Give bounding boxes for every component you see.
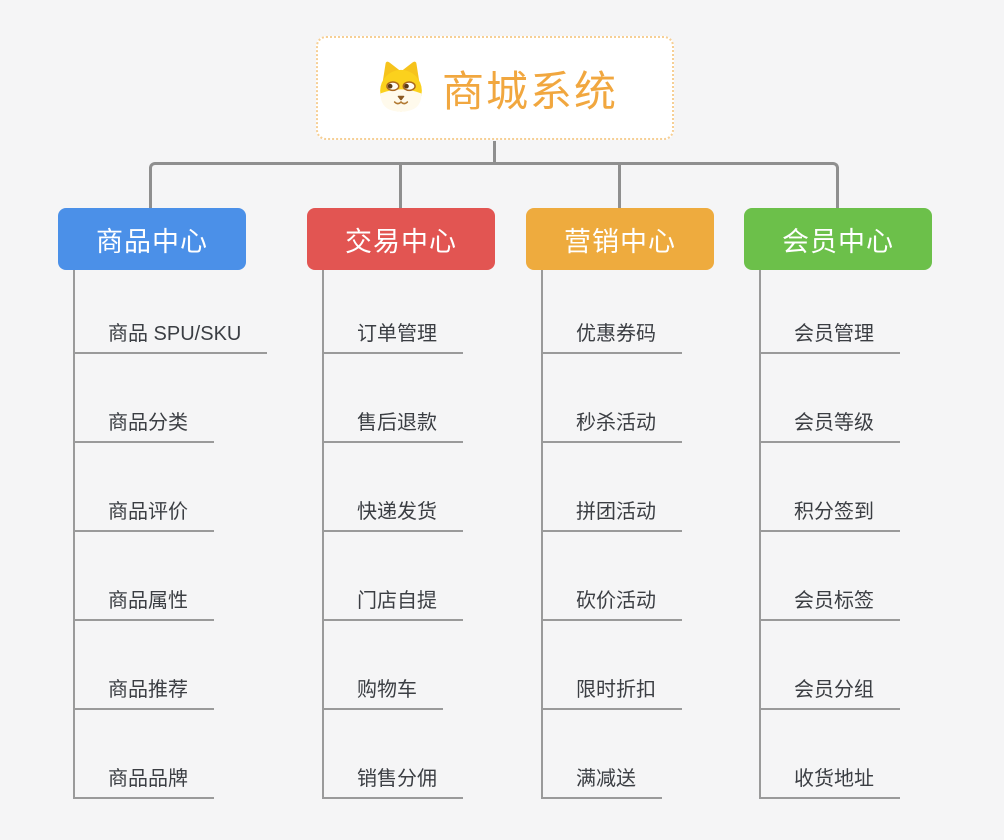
branch-box-trade-center[interactable]: 交易中心: [307, 208, 495, 270]
root-title: 商城系统: [441, 67, 618, 115]
branch-box-product-center[interactable]: 商品中心: [58, 208, 246, 270]
leaf-item[interactable]: 销售分佣: [324, 766, 463, 799]
leaf-item[interactable]: 商品品牌: [75, 766, 214, 799]
leaf-item[interactable]: 订单管理: [324, 321, 463, 354]
leaf-list-product-center: 商品 SPU/SKU 商品分类 商品评价 商品属性 商品推荐 商品品牌: [73, 270, 268, 799]
leaf-item[interactable]: 秒杀活动: [543, 410, 682, 443]
leaf-item[interactable]: 积分签到: [761, 499, 900, 532]
leaf-item[interactable]: 收货地址: [761, 766, 900, 799]
leaf-item[interactable]: 砍价活动: [543, 588, 682, 621]
connector-root-stem: [493, 141, 496, 163]
leaf-list-member-center: 会员管理 会员等级 积分签到 会员标签 会员分组 收货地址: [759, 270, 900, 799]
leaf-item[interactable]: 优惠券码: [543, 321, 682, 354]
root-node-mall-system[interactable]: 商城系统: [316, 36, 674, 140]
branch-column-trade-center: 交易中心 订单管理 售后退款 快递发货 门店自提 购物车 销售分佣: [307, 208, 517, 818]
leaf-item[interactable]: 门店自提: [324, 588, 463, 621]
branch-box-member-center[interactable]: 会员中心: [744, 208, 932, 270]
leaf-item[interactable]: 满减送: [543, 766, 662, 799]
leaf-item[interactable]: 会员管理: [761, 321, 900, 354]
leaf-item[interactable]: 商品分类: [75, 410, 214, 443]
leaf-item[interactable]: 商品 SPU/SKU: [75, 321, 268, 354]
leaf-item[interactable]: 会员等级: [761, 410, 900, 443]
branch-column-product-center: 商品中心 商品 SPU/SKU 商品分类 商品评价 商品属性 商品推荐 商品品牌: [58, 208, 268, 818]
leaf-item[interactable]: 限时折扣: [543, 677, 682, 710]
branch-column-marketing-center: 营销中心 优惠券码 秒杀活动 拼团活动 砍价活动 限时折扣 满减送: [526, 208, 736, 818]
leaf-item[interactable]: 快递发货: [324, 499, 463, 532]
connector-drop-marketing: [618, 164, 621, 208]
leaf-item[interactable]: 会员标签: [761, 588, 900, 621]
shiba-dog-icon: [372, 57, 430, 119]
leaf-item[interactable]: 商品评价: [75, 499, 214, 532]
leaf-item[interactable]: 售后退款: [324, 410, 463, 443]
leaf-item[interactable]: 商品推荐: [75, 677, 214, 710]
branch-box-marketing-center[interactable]: 营销中心: [526, 208, 714, 270]
leaf-item[interactable]: 商品属性: [75, 588, 214, 621]
leaf-list-trade-center: 订单管理 售后退款 快递发货 门店自提 购物车 销售分佣: [322, 270, 463, 799]
leaf-list-marketing-center: 优惠券码 秒杀活动 拼团活动 砍价活动 限时折扣 满减送: [541, 270, 682, 799]
connector-bracket: [149, 162, 839, 208]
leaf-item[interactable]: 会员分组: [761, 677, 900, 710]
branch-column-member-center: 会员中心 会员管理 会员等级 积分签到 会员标签 会员分组 收货地址: [744, 208, 954, 818]
leaf-item[interactable]: 购物车: [324, 677, 443, 710]
leaf-item[interactable]: 拼团活动: [543, 499, 682, 532]
connector-drop-trade: [399, 164, 402, 208]
